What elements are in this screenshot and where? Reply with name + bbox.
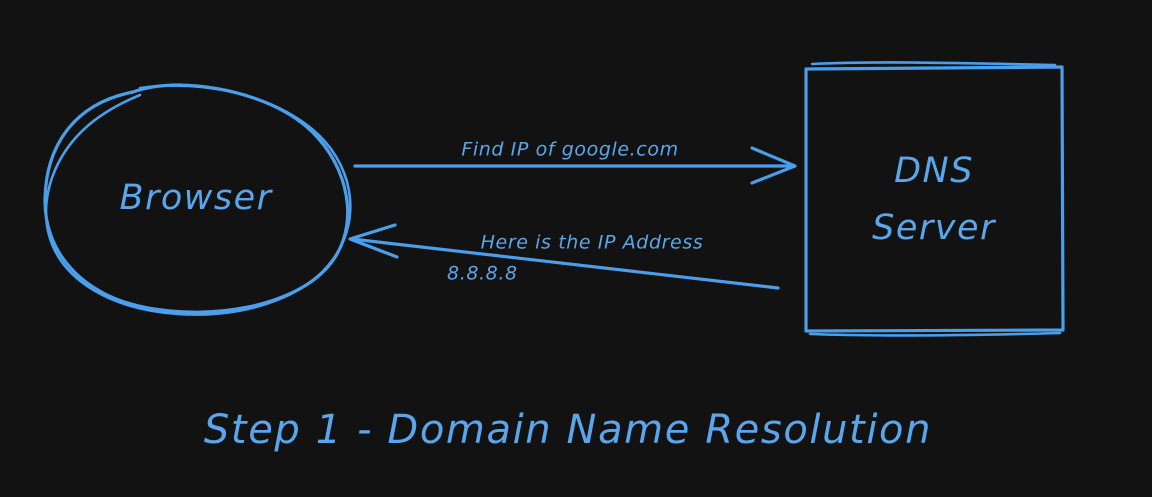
browser-label: Browser [119, 178, 273, 218]
browser-ellipse-outline-second [44, 84, 352, 316]
dns-rect-outline [804, 65, 1065, 333]
response-arrow-label: Here is the IP Address [481, 232, 704, 254]
request-arrowhead-icon [750, 146, 797, 185]
dns-rect-outline-second-bottom [808, 331, 1062, 337]
response-arrowhead-icon [348, 223, 399, 259]
response-arrow-line [350, 237, 780, 290]
dns-server-label-line2: Server [872, 208, 997, 248]
dns-server-label-line1: DNS [894, 151, 974, 191]
edge-request[interactable]: Find IP of google.com [353, 139, 797, 185]
dns-rect-outline-second [810, 61, 1057, 67]
response-arrow-sublabel: 8.8.8.8 [447, 263, 518, 285]
edge-response[interactable]: Here is the IP Address 8.8.8.8 [348, 223, 780, 290]
node-browser[interactable]: Browser [43, 83, 352, 316]
diagram-caption: Step 1 - Domain Name Resolution [204, 407, 932, 453]
request-arrow-label: Find IP of google.com [461, 139, 678, 161]
node-dns-server[interactable]: DNS Server [804, 61, 1065, 337]
